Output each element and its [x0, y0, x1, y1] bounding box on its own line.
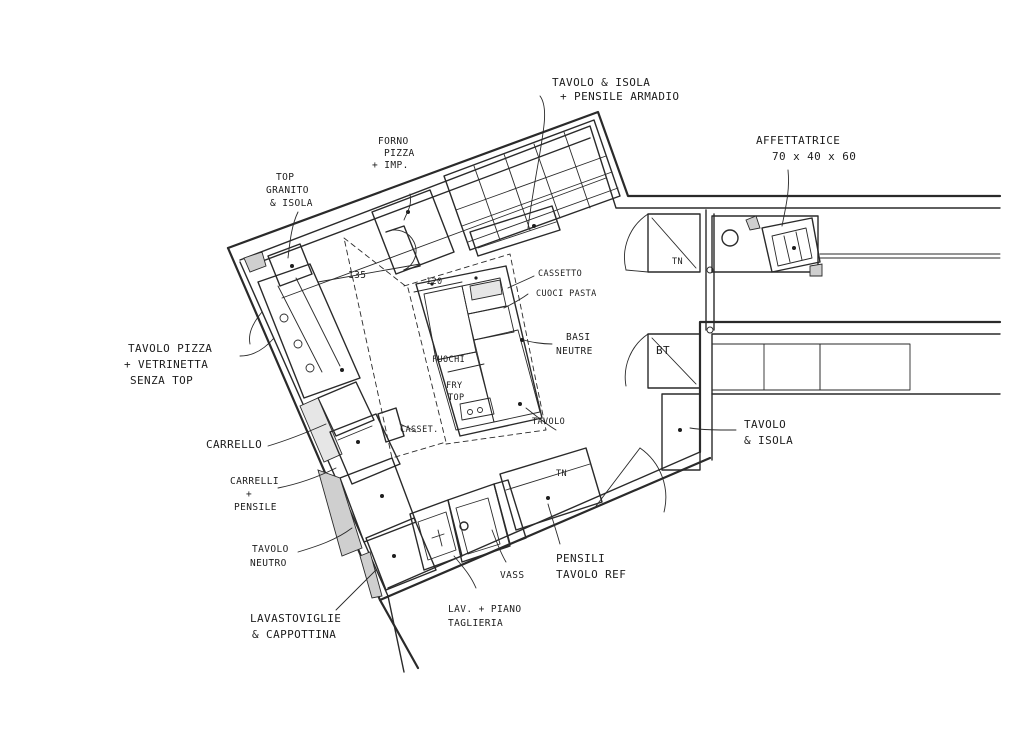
label-tavolo-neutro-1: TAVOLO	[252, 544, 289, 555]
label-vass: VASS	[500, 570, 524, 581]
label-forno-1: FORNO	[378, 136, 409, 147]
label-lavastoviglie-2: & CAPPOTTINA	[252, 628, 336, 641]
label-carrelli-2: +	[246, 489, 252, 500]
annotation-labels: TAVOLO & ISOLA + PENSILE ARMADIO FORNO P…	[124, 76, 856, 641]
label-fry-1: FRY	[446, 381, 463, 391]
label-tavolo-neutro-2: NEUTRO	[250, 558, 287, 569]
label-cassetto: CASSETTO	[538, 269, 582, 279]
leader-lines	[239, 95, 789, 611]
label-tavolo-pizza-3: SENZA TOP	[130, 374, 193, 387]
label-lavastoviglie-1: LAVASTOVIGLIE	[250, 612, 341, 625]
label-tavolo-isola-pensile-2: + PENSILE ARMADIO	[560, 90, 679, 103]
label-carrello: CARRELLO	[206, 438, 262, 451]
label-carrelli-3: PENSILE	[234, 502, 277, 513]
label-basi-2: NEUTRE	[556, 346, 593, 357]
label-tn-top: TN	[672, 257, 683, 267]
label-tavolo-pizza-2: + VETRINETTA	[124, 358, 208, 371]
label-lav-piano-2: TAGLIERIA	[448, 618, 503, 629]
label-top-3: & ISOLA	[270, 198, 313, 209]
label-tavolo-pizza-1: TAVOLO PIZZA	[128, 342, 212, 355]
label-top-2: GRANITO	[266, 185, 309, 196]
label-carrelli-1: CARRELLI	[230, 476, 279, 487]
label-top-1: TOP	[276, 172, 294, 183]
label-affettatrice-2: 70 x 40 x 60	[772, 150, 856, 163]
label-tavolo-isola-right-2: & ISOLA	[744, 434, 793, 447]
label-tavolo-isola-right-1: TAVOLO	[744, 418, 786, 431]
label-bt: BT	[656, 344, 670, 357]
label-tavolo-inner: TAVOLO	[532, 417, 565, 427]
label-dim-120: 120	[426, 277, 443, 287]
label-lav-piano-1: LAV. + PIANO	[448, 604, 521, 615]
top-counter-row	[243, 119, 621, 299]
label-pensili-2: TAVOLO REF	[556, 568, 626, 581]
label-fuochi: FUOCHI	[432, 355, 465, 365]
label-casset: CASSET.	[400, 425, 439, 435]
label-fry-2: TOP	[448, 393, 465, 403]
label-tn-bottom: TN	[556, 469, 567, 479]
bottom-counter-run	[409, 447, 667, 571]
right-rooms	[624, 209, 911, 471]
label-dim-135: 135	[348, 270, 366, 281]
central-island	[317, 237, 547, 459]
label-pensili-1: PENSILI	[556, 552, 605, 565]
label-forno-2: PIZZA	[384, 148, 415, 159]
label-cuoci-pasta: CUOCI PASTA	[536, 289, 597, 299]
label-affettatrice-1: AFFETTATRICE	[756, 134, 840, 147]
label-basi-1: BASI	[566, 332, 590, 343]
outer-walls	[226, 110, 1002, 673]
label-forno-3: + IMP.	[372, 160, 409, 171]
label-tavolo-isola-pensile-1: TAVOLO & ISOLA	[552, 76, 650, 89]
